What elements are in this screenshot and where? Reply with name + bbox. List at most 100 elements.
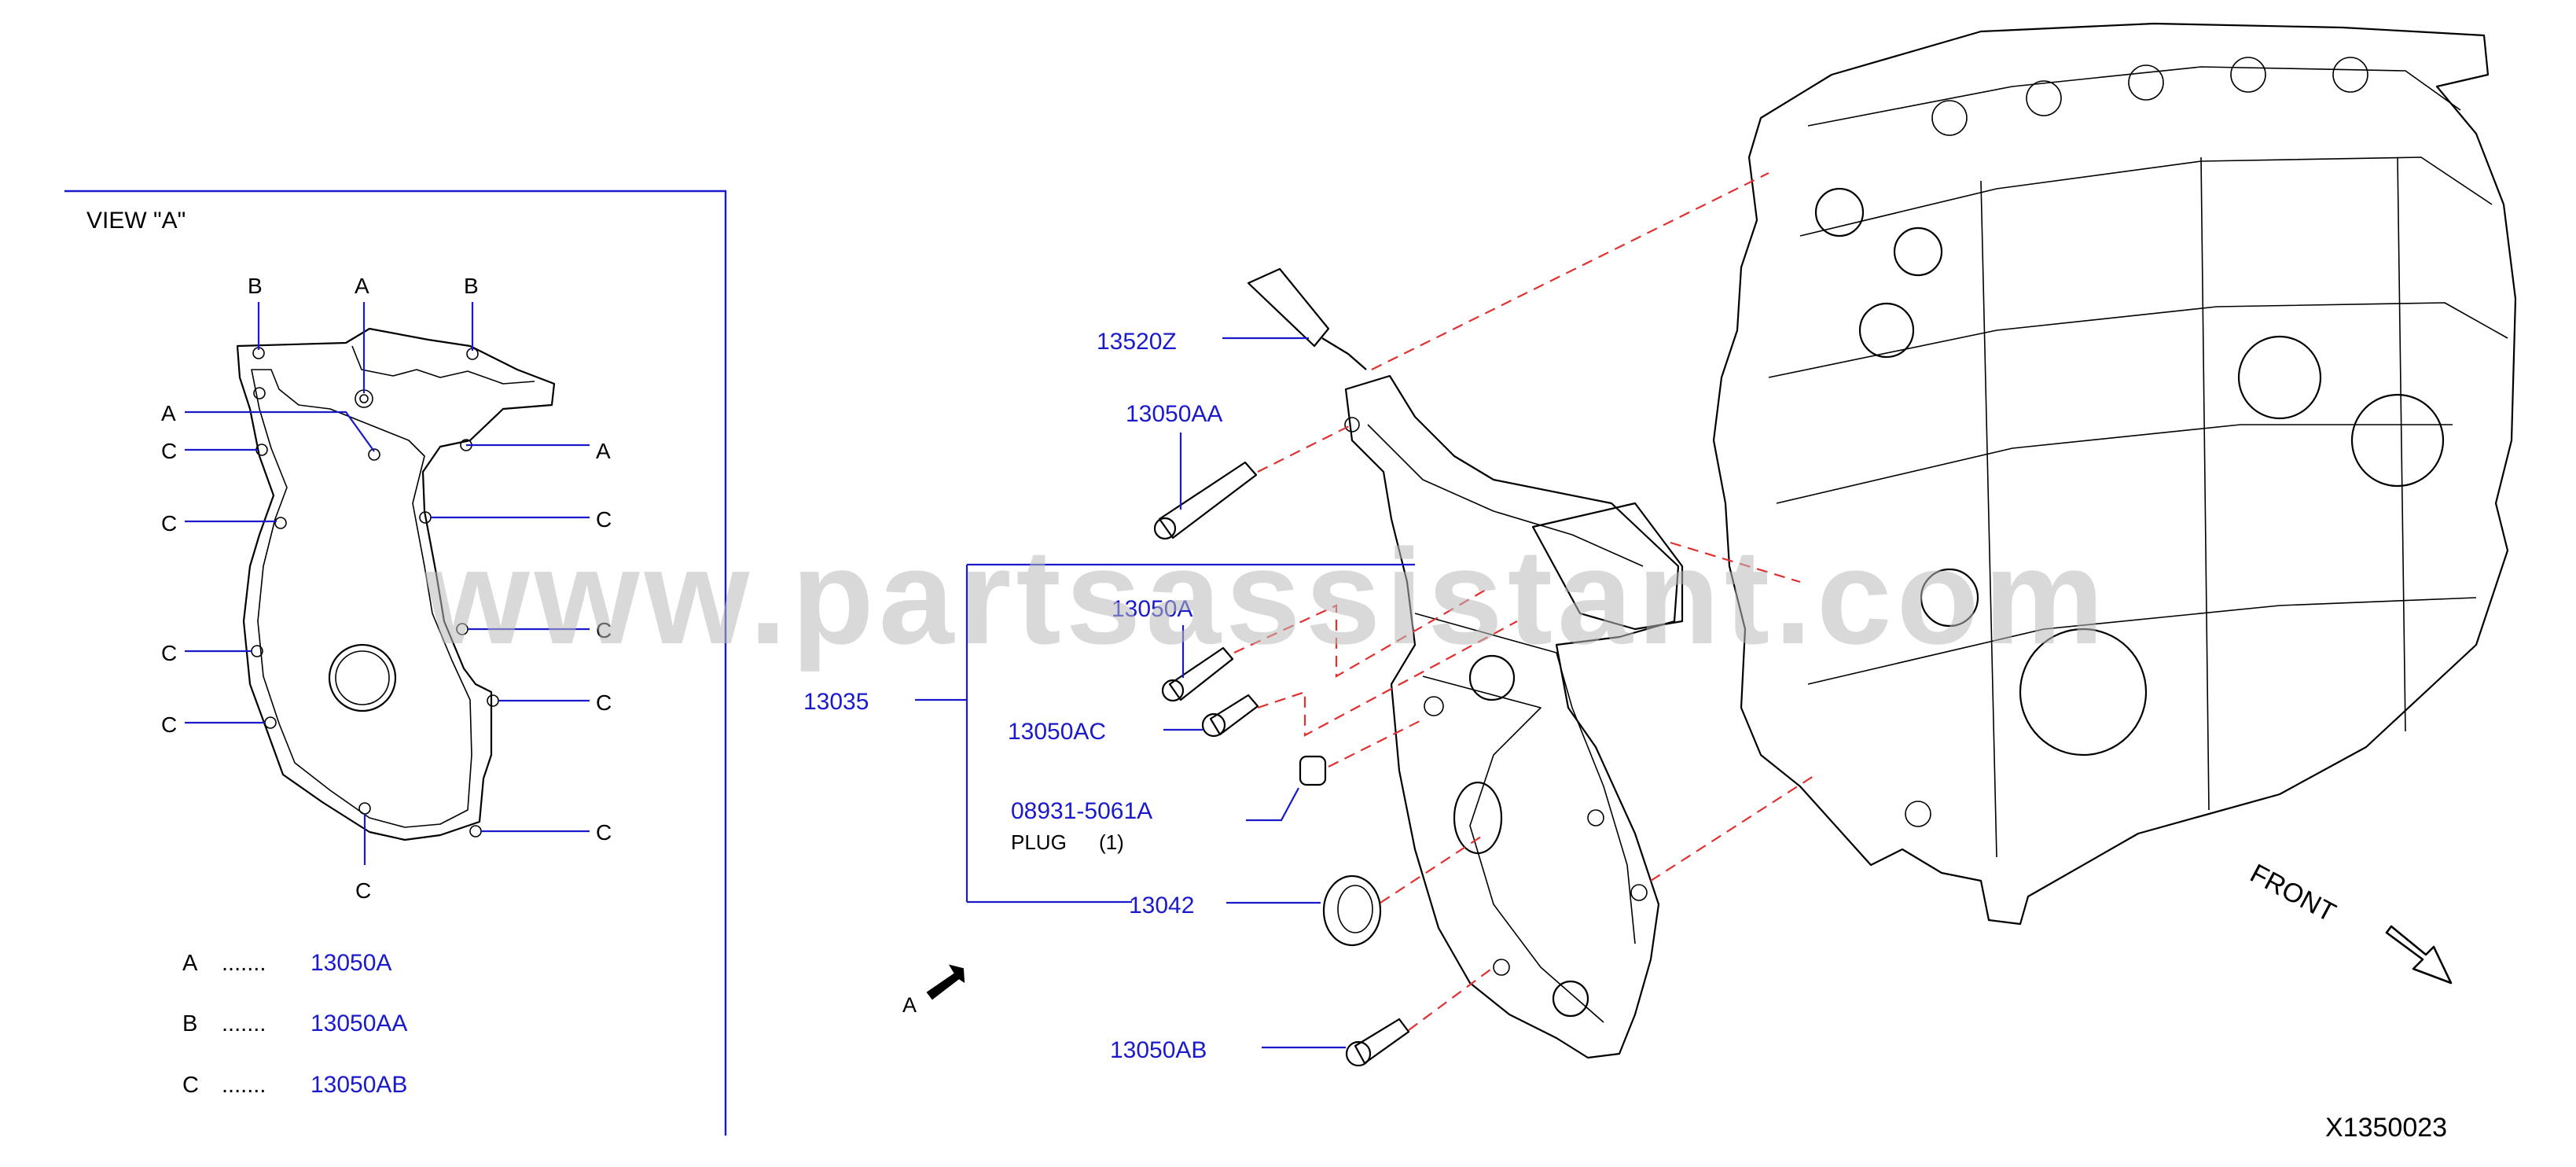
oil-pan-line [1807,597,2477,685]
front-cover-seal-bore [1453,781,1503,855]
legend-key: C [182,1073,199,1098]
front-cover-boss [1587,809,1604,826]
callout-c: C [161,439,177,463]
front-cover-drawing [1344,374,1684,1059]
part-link-13050AC[interactable]: 13050AC [1008,719,1106,745]
engine-block-drawing [1712,22,2517,926]
part-link-13035[interactable]: 13035 [803,689,869,715]
callout-c: C [161,641,177,665]
bolt-head [1201,712,1226,738]
part-link-13042[interactable]: 13042 [1129,893,1194,919]
cylinder-head-line [1799,156,2493,237]
guide-line [1380,833,1486,904]
callout-c: C [355,878,371,903]
bolt-hole [359,394,369,403]
cylinder-head-line [1807,66,2461,127]
guide-line [1328,719,1424,768]
view-callout-leaders [185,302,590,865]
plug-quantity: (1) [1099,830,1124,854]
bolt-hole [253,387,266,399]
leader-a2 [185,410,375,452]
part-link-13520Z[interactable]: 13520Z [1097,329,1177,355]
front-cover-rib [1414,613,1636,944]
callout-c: C [161,712,177,737]
diagram-code: X1350023 [2325,1113,2447,1143]
cam-journal [2026,80,2062,116]
vvt-port [1858,302,1915,359]
cam-bore [1893,226,1943,277]
view-direction-arrow-icon [926,964,965,1000]
callout-c: C [596,507,612,532]
front-cover-opening [1468,654,1516,701]
bolt-hole [264,716,277,729]
legend-part-link[interactable]: 13050AB [311,1072,407,1098]
bolt-hole [358,802,371,815]
front-cover-inner-outline [251,369,472,828]
front-cover-view-outline [236,327,556,841]
view-a-marker: A [902,964,965,1017]
block-vertical-rib [1980,180,1997,858]
legend-dots: ....... [222,1073,266,1098]
bolt-13050AA [1153,461,1258,540]
legend-dots: ....... [222,951,266,976]
guide-line [1371,172,1769,370]
view-a-marker-label: A [902,993,917,1017]
part-link-08931-5061A[interactable]: 08931-5061A [1011,798,1152,824]
part-link-13050A[interactable]: 13050A [1112,596,1192,622]
cam-bore [1814,187,1865,237]
cam-cover-lobes [1931,57,2368,136]
legend-part-link[interactable]: 13050A [311,950,391,976]
oil-seal-outer [1322,874,1382,947]
bolt-shank [1158,461,1258,539]
block-vertical-rib [2200,156,2210,811]
front-cover-boss [1630,884,1648,901]
legend-key: B [182,1011,197,1036]
front-indicator: FRONT [2245,859,2453,985]
plug-08931-5061A [1299,755,1327,786]
callout-b: B [464,274,479,298]
block-deck-line [1768,302,2508,378]
block-opening [2350,393,2445,488]
bolt-shank [1209,694,1259,736]
cam-journal [2230,57,2266,93]
bolt-13050AB [1345,1018,1410,1067]
callout-a: A [161,401,176,425]
front-label: FRONT [2245,859,2340,929]
callout-a: A [355,274,369,298]
part-link-13050AA[interactable]: 13050AA [1126,401,1222,427]
watermark: www.partsassistant.com [424,521,2109,672]
bolt-head [1345,1040,1372,1067]
front-cover-bracket [1531,502,1684,631]
front-cover-rib [1367,424,1644,567]
view-a-panel: VIEW "A" [64,190,727,1136]
view-callout-letters: B A B A A C C C C C C C C C [161,274,612,903]
front-arrow-icon [2385,925,2453,985]
block-plug [1905,801,1931,827]
legend-dots: ....... [222,1011,266,1036]
front-cover-boss [1424,696,1444,716]
legend-part-link[interactable]: 13050AA [311,1011,407,1036]
guide-line [1650,774,1817,882]
front-cover-boss [1493,959,1510,976]
leader-08931-5061A [1246,787,1299,822]
engine-block-outline [1712,22,2517,926]
bolt-13050A [1161,646,1234,702]
seal-opening [328,643,397,712]
part-labels: 13520Z 13050AA 13050A 13035 13050AC 0893… [803,329,1222,1063]
front-cover-outline [1344,374,1680,1059]
guide-line [1670,541,1801,584]
bolt-13050AC [1201,694,1259,738]
bolt-hole [274,517,287,529]
bolt-hole [368,448,380,461]
oil-seal-inner [1337,885,1373,933]
block-opening [2237,335,2322,420]
assembly-guide-lines [1233,172,1817,1031]
sealant-tube-nozzle [1321,337,1367,370]
legend-key: A [182,951,198,976]
front-cover-top-ribs [351,345,535,385]
part-leader-lines [915,337,1415,1049]
part-link-13050AB[interactable]: 13050AB [1110,1037,1207,1063]
callout-c: C [596,690,612,715]
bolt-head [1161,679,1185,702]
